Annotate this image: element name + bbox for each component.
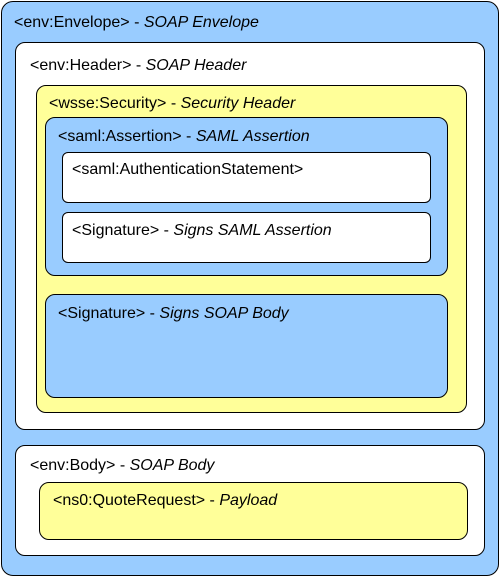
security-desc: Security Header: [180, 95, 296, 112]
payload-label: <ns0:QuoteRequest> - Payload: [53, 492, 278, 509]
assertion-tag: <saml:Assertion>: [58, 128, 182, 145]
payload-tag: <ns0:QuoteRequest>: [53, 492, 206, 509]
security-tag: <wsse:Security>: [49, 95, 167, 112]
body-signature-tag: <Signature>: [58, 305, 146, 322]
body-signature-desc: Signs SOAP Body: [159, 305, 289, 322]
assertion-desc: SAML Assertion: [195, 128, 310, 145]
assertion-label: <saml:Assertion> - SAML Assertion: [58, 128, 310, 145]
payload-desc: Payload: [219, 492, 278, 509]
header-tag: <env:Header>: [30, 57, 132, 74]
header-label: <env:Header> - SOAP Header: [30, 57, 247, 74]
assertion-signature-label: <Signature> - Signs SAML Assertion: [72, 222, 332, 239]
assertion-signature-tag: <Signature>: [72, 222, 160, 239]
authentication-statement-label: <saml:AuthenticationStatement>: [72, 161, 303, 179]
authentication-statement-box: <saml:AuthenticationStatement>: [62, 152, 431, 203]
body-signature-label: <Signature> - Signs SOAP Body: [58, 305, 289, 322]
envelope-tag: <env:Envelope>: [14, 14, 130, 31]
assertion-signature-desc: Signs SAML Assertion: [173, 222, 332, 239]
envelope-desc: SOAP Envelope: [143, 14, 259, 31]
body-desc: SOAP Body: [129, 457, 215, 474]
payload-box: <ns0:QuoteRequest> - Payload: [39, 482, 468, 540]
assertion-signature-box: <Signature> - Signs SAML Assertion: [62, 212, 431, 263]
header-desc: SOAP Header: [145, 57, 247, 74]
body-tag: <env:Body>: [30, 457, 116, 474]
body-signature-box: <Signature> - Signs SOAP Body: [45, 294, 448, 398]
body-label: <env:Body> - SOAP Body: [30, 457, 215, 474]
envelope-label: <env:Envelope> - SOAP Envelope: [14, 14, 259, 31]
authentication-statement-tag: <saml:AuthenticationStatement>: [72, 161, 304, 178]
security-label: <wsse:Security> - Security Header: [49, 95, 296, 112]
